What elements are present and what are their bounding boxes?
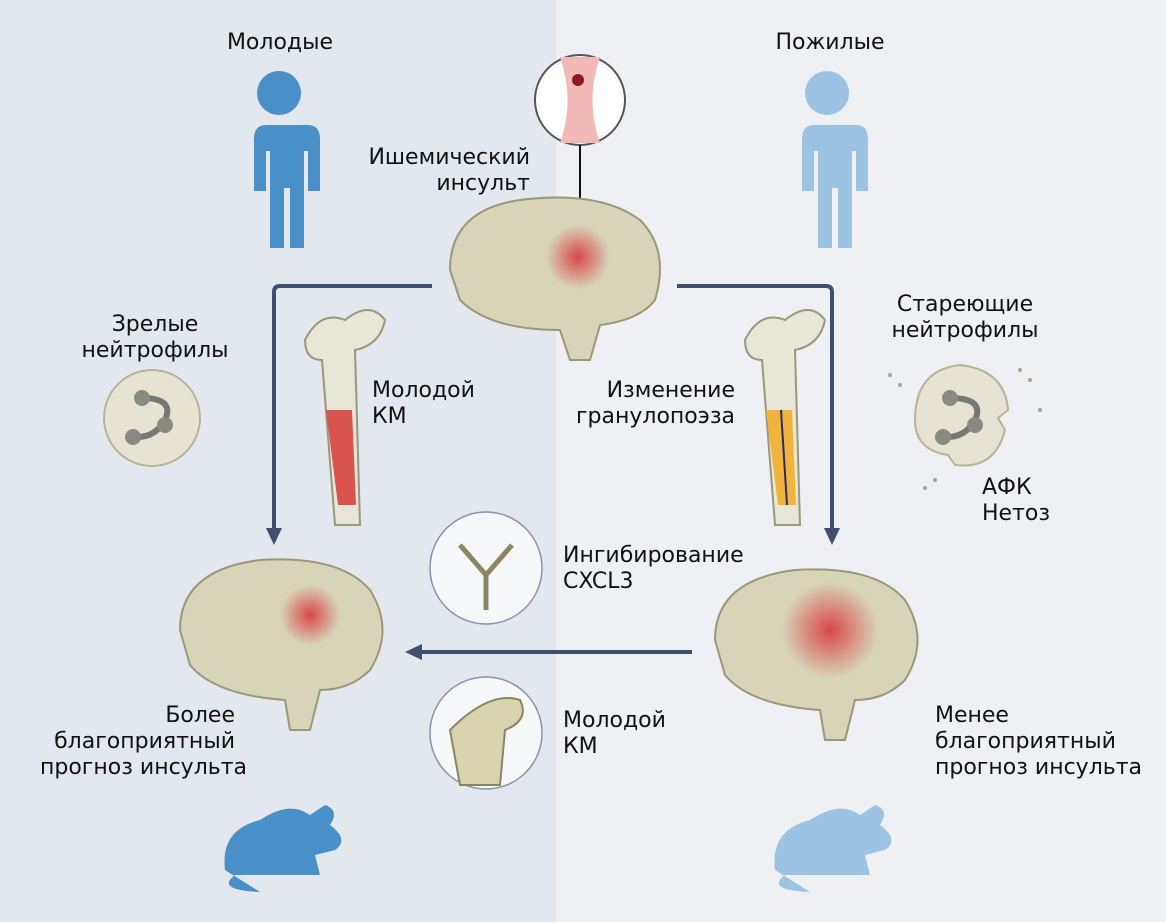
young-bone-marrow-icon <box>303 309 387 526</box>
young-mouse-icon <box>224 805 342 892</box>
old-mouse-icon <box>774 805 892 892</box>
brain-old-outcome <box>713 568 919 741</box>
granulopoiesis-label-1: Изменение <box>606 378 735 403</box>
young-person-icon <box>250 71 320 248</box>
flow-arrows <box>272 284 834 654</box>
worse-outcome-label-2: благоприятный <box>935 729 1116 754</box>
mature-neutrophils-label-1: Зрелые <box>111 312 199 337</box>
better-outcome-label-1: Более <box>165 703 235 728</box>
aging-neutrophil-icon <box>888 363 1042 490</box>
old-label: Пожилые <box>775 30 885 55</box>
stroke-label-1: Ишемический <box>368 145 530 170</box>
mature-neutrophils-label-2: нейтрофилы <box>81 338 229 363</box>
young-bm2-label-2: КМ <box>563 734 598 759</box>
stroke-label-2: инсульт <box>436 171 530 196</box>
brain-young-outcome <box>178 558 384 731</box>
aged-bone-marrow-icon <box>743 309 827 526</box>
better-outcome-label-2: благоприятный <box>54 729 235 754</box>
cxcl3-label-1: Ингибирование <box>563 543 744 568</box>
cxcl3-label-2: CXCL3 <box>563 569 634 594</box>
antibody-icon <box>429 511 543 625</box>
blood-vessel-clot-icon <box>534 54 626 256</box>
young-label: Молодые <box>226 30 334 55</box>
granulopoiesis-label-2: гранулопоэза <box>575 404 735 429</box>
young-bm2-label-1: Молодой <box>563 708 666 733</box>
young-bm-label-2: КМ <box>372 404 407 429</box>
mature-neutrophil-icon <box>103 369 201 467</box>
bone-circle-icon <box>429 676 543 790</box>
aging-neutrophils-label-1: Стареющие <box>896 292 1034 317</box>
old-person-icon <box>798 71 868 248</box>
netosis-label: Нетоз <box>982 501 1051 526</box>
ros-label: АФК <box>982 475 1032 500</box>
worse-outcome-label-1: Менее <box>935 703 1009 728</box>
better-outcome-label-3: прогноз инсульта <box>40 755 248 780</box>
young-bm-label-1: Молодой <box>372 378 475 403</box>
worse-outcome-label-3: прогноз инсульта <box>935 755 1143 780</box>
aging-neutrophils-label-2: нейтрофилы <box>891 318 1039 343</box>
brain-top <box>448 196 661 361</box>
